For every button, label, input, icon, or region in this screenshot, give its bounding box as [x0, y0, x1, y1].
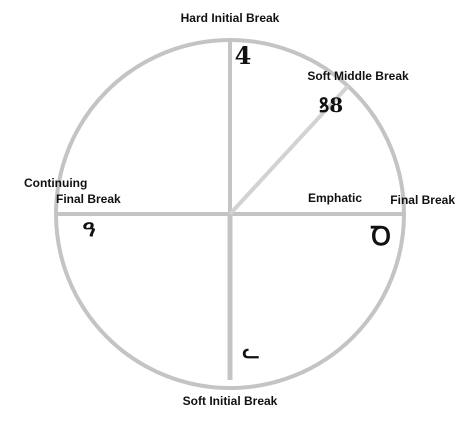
glyph-continuing-final-break: ዓ: [83, 216, 96, 242]
label-emphatic-final-break: Final Break: [390, 193, 455, 207]
spoke-diagonal: [228, 84, 350, 216]
label-continuing-final-break: Final Break: [56, 192, 121, 206]
glyph-soft-initial-break: ᓚ: [242, 339, 259, 363]
label-continuing: Continuing: [24, 176, 87, 190]
label-hard-initial-break: Hard Initial Break: [181, 11, 280, 25]
glyph-emphatic-final-break: Ꝺ: [370, 222, 391, 252]
label-soft-initial-break: Soft Initial Break: [183, 394, 278, 408]
glyph-hard-initial-break: 4: [235, 41, 252, 70]
glyph-soft-middle-break: ꝸ8: [319, 93, 343, 117]
label-soft-middle-break: Soft Middle Break: [307, 69, 409, 83]
label-emphatic: Emphatic: [308, 191, 362, 205]
